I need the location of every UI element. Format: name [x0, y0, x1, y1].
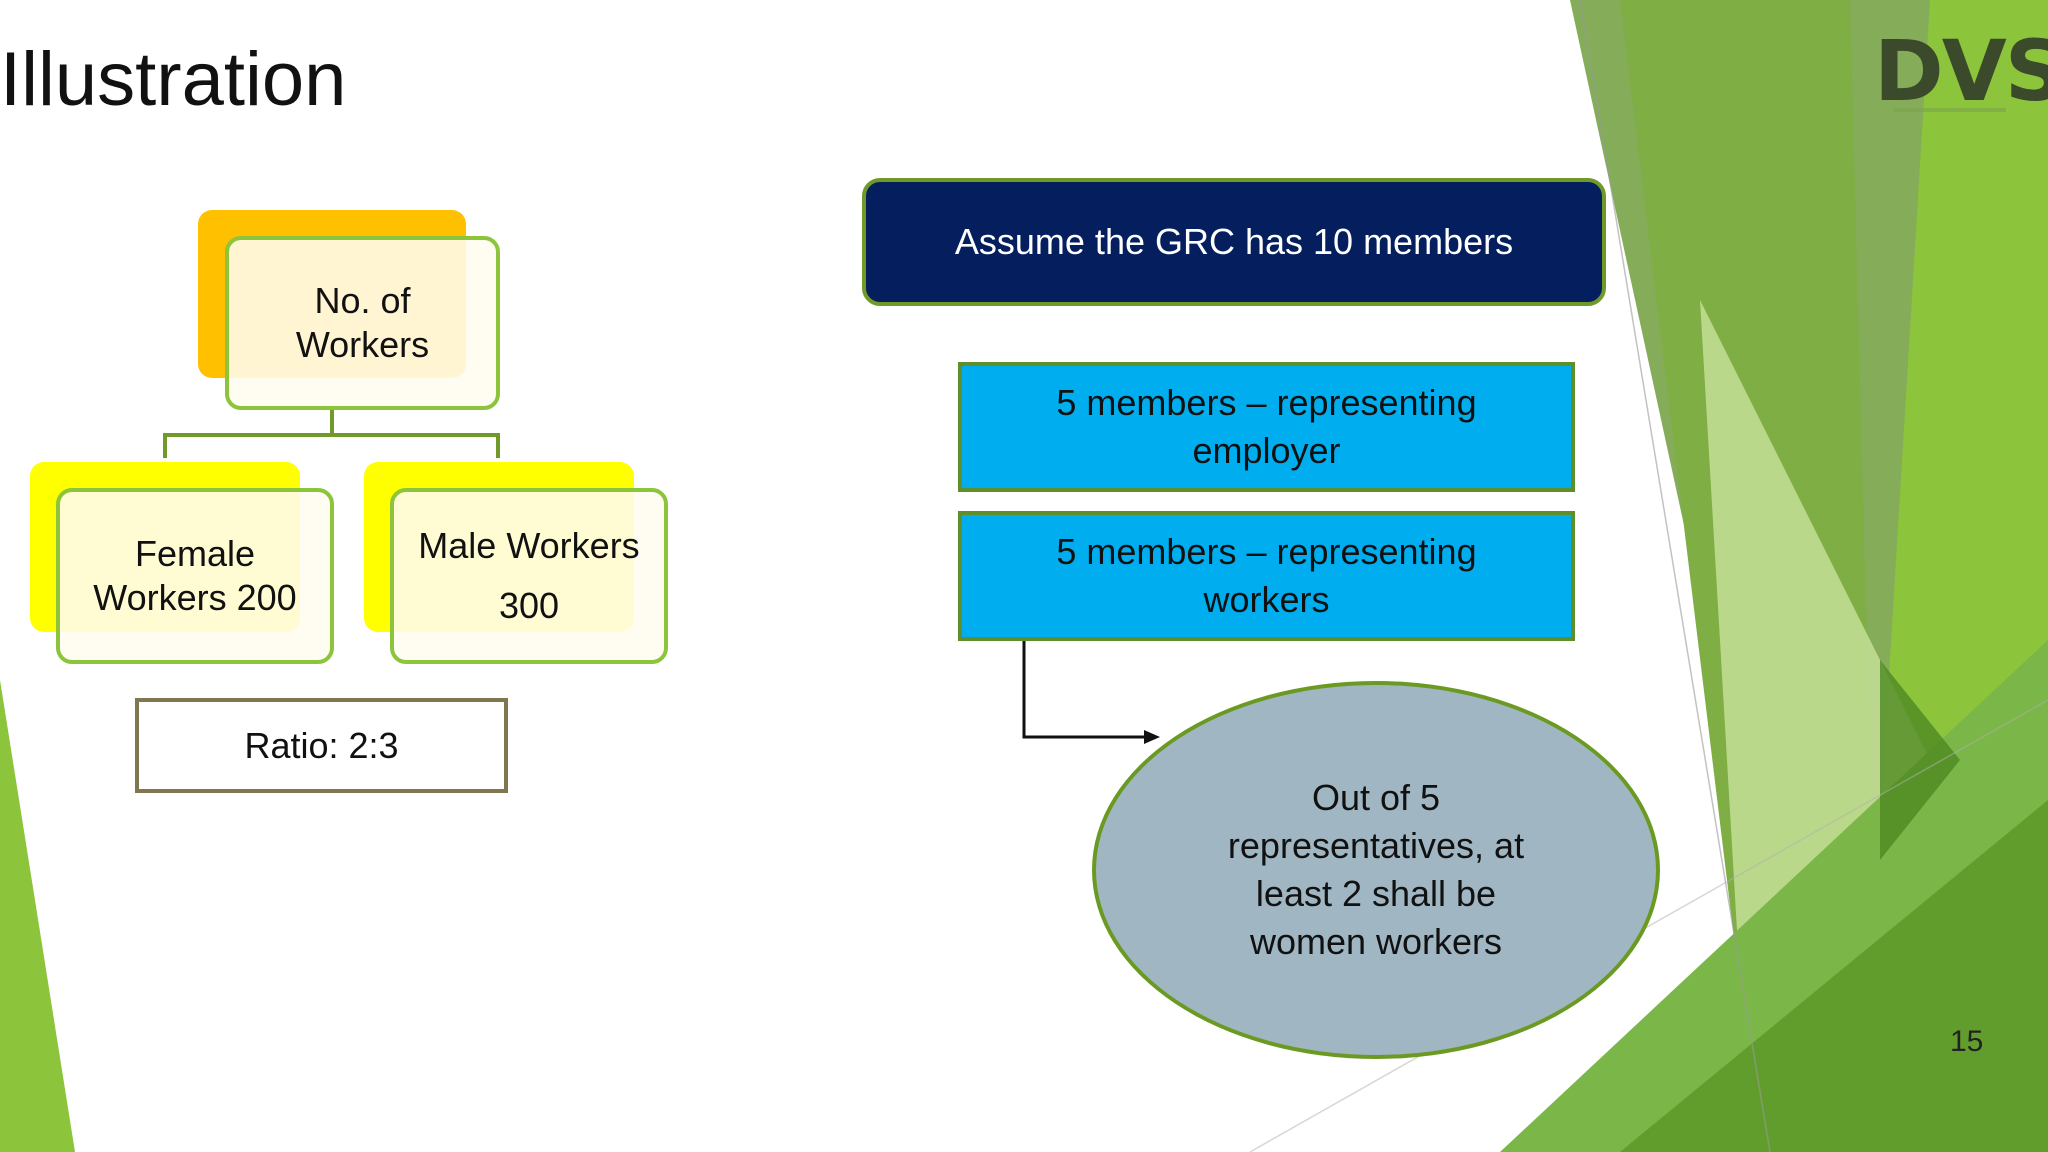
women-representatives-ellipse: Out of 5 representatives, at least 2 sha… [1092, 681, 1660, 1059]
grc-header-box: Assume the GRC has 10 members [862, 178, 1606, 306]
connector-left-drop [163, 433, 167, 458]
female-workers-label: Female Workers 200 [93, 533, 297, 618]
ratio-label: Ratio: 2:3 [244, 724, 399, 766]
female-workers-box: Female Workers 200 [56, 488, 334, 664]
worker-members-label: 5 members – representing workers [1056, 531, 1477, 620]
male-workers-box: Male Workers 300 [390, 488, 668, 664]
employer-members-label: 5 members – representing employer [1056, 382, 1477, 471]
employer-members-box: 5 members – representing employer [958, 362, 1575, 492]
connector-vertical [330, 410, 334, 435]
dvs-logo: DVS [1874, 22, 2048, 120]
page-number: 15 [1950, 1025, 1984, 1058]
grc-header-label: Assume the GRC has 10 members [954, 221, 1514, 262]
connector-horizontal [163, 433, 500, 437]
worker-members-box: 5 members – representing workers [958, 511, 1575, 641]
women-representatives-label: Out of 5 representatives, at least 2 sha… [1227, 777, 1525, 962]
page-title: Illustration [0, 37, 347, 122]
ratio-box: Ratio: 2:3 [135, 698, 508, 793]
workers-total-box: No. of Workers [225, 236, 500, 410]
male-workers-label: Male Workers 300 [418, 525, 640, 626]
connector-right-drop [496, 433, 500, 458]
workers-total-label: No. of Workers [295, 280, 430, 365]
